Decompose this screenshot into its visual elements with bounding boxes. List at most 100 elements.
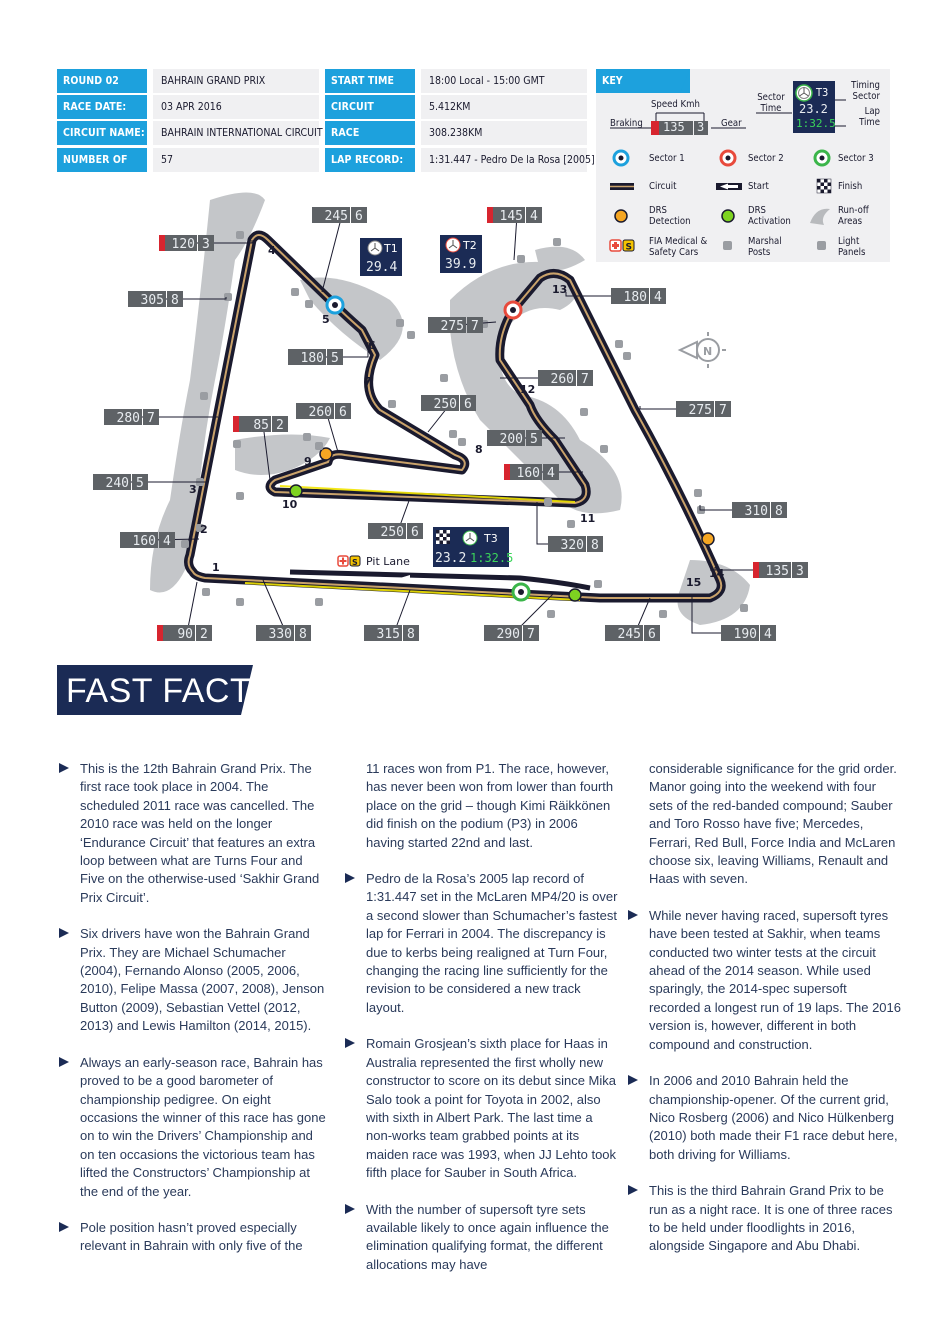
speed-value: 260: [551, 372, 574, 387]
speed-value: 310: [745, 504, 768, 519]
marshal-posts: [181, 231, 748, 618]
sector-t3-label: T3: [483, 532, 498, 545]
gear-value: 4: [163, 534, 171, 549]
bullet-arrow-icon: [59, 1056, 69, 1067]
fast-facts-title: FAST FACTS: [66, 672, 275, 710]
gear-value: 3: [796, 564, 804, 579]
bullet-arrow-icon: [628, 1075, 638, 1086]
gear-value: 7: [581, 372, 589, 387]
gear-value: 5: [530, 432, 538, 447]
key-graphics: S: [609, 69, 846, 253]
facts-column-1: This is the 12th Bahrain Grand Prix. The…: [57, 760, 327, 1274]
speed-value: 145: [500, 209, 523, 224]
turn-number: 4: [268, 244, 276, 257]
speed-value: 330: [269, 627, 292, 642]
speed-gear-box: 260 7: [500, 370, 593, 387]
gear-value: 8: [171, 293, 179, 308]
gear-value: 4: [530, 209, 538, 224]
key-example-lap-time: 1:32.5: [796, 117, 836, 130]
track-markers: [289, 295, 715, 602]
svg-text:S: S: [626, 243, 632, 253]
fact-paragraph: considerable significance for the grid o…: [626, 760, 901, 889]
turn-number: 9: [304, 455, 312, 468]
gear-value: 7: [471, 319, 479, 334]
key-braking-label: Braking: [610, 118, 643, 129]
sector-t1-time: 29.4: [366, 260, 397, 275]
key-drs-detection: DRS Detection: [649, 205, 691, 227]
fact-paragraph: 11 races won from P1. The race, however,…: [343, 760, 618, 852]
fact-paragraph: With the number of supersoft tyre sets a…: [343, 1201, 618, 1275]
turn-number: 5: [322, 313, 330, 326]
key-finish: Finish: [838, 181, 863, 192]
key-marshal: Marshal Posts: [748, 236, 782, 258]
facts-column-2: 11 races won from P1. The race, however,…: [343, 760, 618, 1292]
speed-value: 275: [441, 319, 464, 334]
speed-value: 260: [309, 405, 332, 420]
fact-text: Pedro de la Rosa’s 2005 lap record of 1:…: [366, 871, 618, 1015]
info-value: 18:00 Local - 15:00 GMT: [421, 69, 587, 93]
fact-paragraph: Always an early-season race, Bahrain has…: [57, 1054, 327, 1201]
fact-text: Six drivers have won the Bahrain Grand P…: [80, 926, 325, 1034]
sector-t2-label: T2: [462, 239, 477, 252]
gear-value: 3: [202, 237, 210, 252]
key-sector1: Sector 1: [649, 153, 685, 164]
key-example-sector: T3: [816, 86, 829, 99]
info-label: LAP RECORD:: [325, 148, 415, 172]
turn-number: 13: [552, 283, 567, 296]
gear-value: 6: [411, 525, 419, 540]
fact-text: This is the 12th Bahrain Grand Prix. The…: [80, 761, 320, 905]
speed-value: 290: [497, 627, 520, 642]
turn-number: 15: [686, 576, 701, 589]
speed-value: 200: [500, 432, 523, 447]
fact-text: With the number of supersoft tyre sets a…: [366, 1201, 609, 1272]
gear-value: 8: [591, 538, 599, 553]
key-title: KEY: [596, 69, 690, 93]
fact-paragraph: While never having raced, supersoft tyre…: [626, 907, 901, 1054]
turn-number: 2: [200, 523, 208, 536]
key-sector2: Sector 2: [748, 153, 784, 164]
key-light-panels: Light Panels: [838, 236, 866, 258]
gear-value: 2: [276, 418, 284, 433]
gear-value: 6: [464, 397, 472, 412]
gear-value: 5: [331, 351, 339, 366]
key-start: Start: [748, 181, 769, 192]
fact-text: While never having raced, supersoft tyre…: [649, 907, 901, 1052]
turn-number: 14: [709, 567, 725, 580]
sector-t1-label: T1: [383, 242, 398, 255]
compass-icon: N: [677, 332, 726, 368]
key-gear-label: Gear: [721, 118, 742, 129]
sector-t2-time: 39.9: [445, 257, 476, 272]
fact-text: Pole position hasn’t proved especially r…: [80, 1219, 303, 1254]
speed-gear-box: 145 4: [487, 207, 542, 261]
map-key: KEY: [596, 69, 890, 262]
info-label: CIRCUIT NAME:: [57, 121, 147, 145]
speed-value: 160: [517, 466, 540, 481]
gear-value: 6: [648, 627, 656, 642]
fact-paragraph: Romain Grosjean’s sixth place for Haas i…: [343, 1035, 618, 1182]
speed-value: 280: [117, 411, 140, 426]
info-value: 5.412KM: [421, 95, 587, 119]
turn-number: 1: [212, 561, 220, 574]
turn-number: 8: [475, 443, 483, 456]
key-speed-label: Speed Kmh: [651, 99, 700, 110]
info-value: BAHRAIN GRAND PRIX: [153, 69, 319, 93]
key-drs-activation: DRS Activation: [748, 205, 791, 227]
bullet-arrow-icon: [628, 909, 638, 920]
